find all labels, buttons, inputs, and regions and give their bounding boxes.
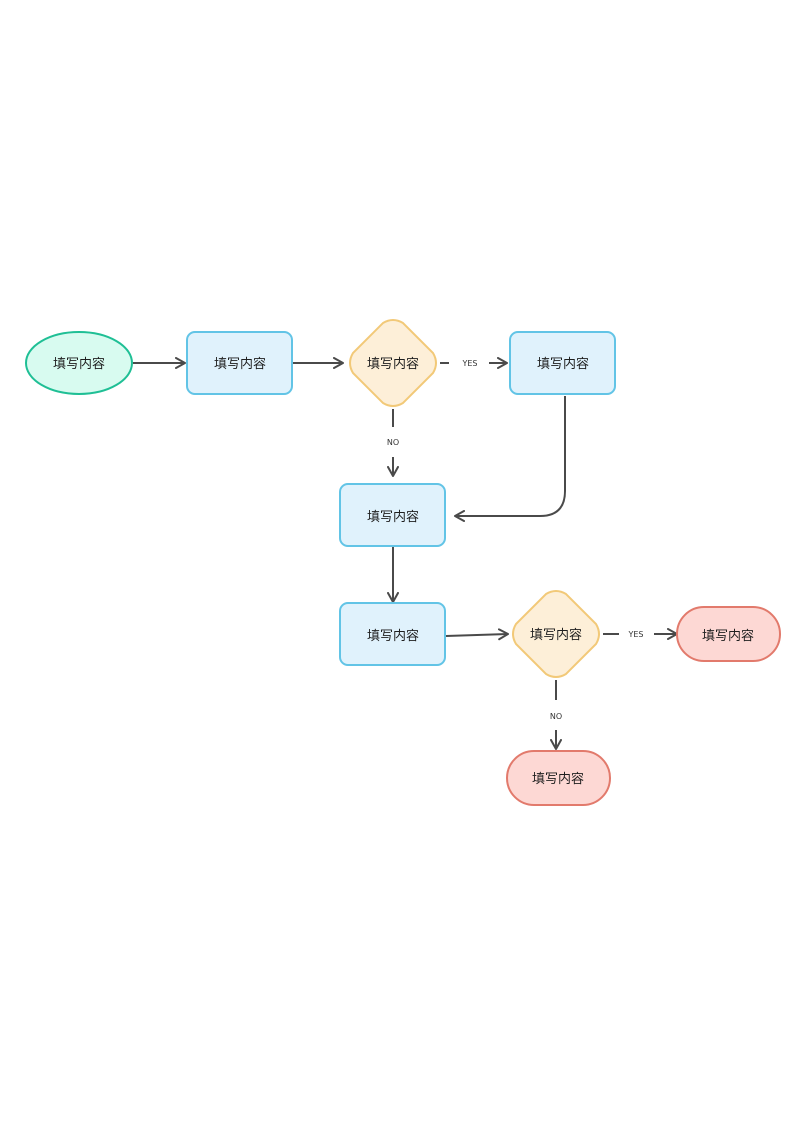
end-node-1-label: 填写内容 — [702, 628, 754, 644]
process-node-2[interactable]: 填写内容 — [509, 331, 616, 395]
start-node-label: 填写内容 — [53, 356, 105, 372]
end-node-2[interactable]: 填写内容 — [506, 750, 611, 806]
end-node-1[interactable]: 填写内容 — [676, 606, 781, 662]
edge-label-d1-no: NO — [387, 438, 399, 447]
decision-node-2[interactable]: 填写内容 — [512, 590, 600, 678]
edge-label-d2-yes: YES — [627, 630, 643, 639]
process-node-1-label: 填写内容 — [214, 356, 266, 372]
process-node-3-label: 填写内容 — [367, 509, 419, 525]
process-node-3[interactable]: 填写内容 — [339, 483, 446, 547]
edge-label-d1-yes: YES — [461, 359, 477, 368]
edge-process-4-to-decision-2 — [445, 628, 509, 641]
edge-process-2-to-process-3 — [454, 396, 566, 522]
start-node[interactable]: 填写内容 — [25, 331, 133, 395]
process-node-1[interactable]: 填写内容 — [186, 331, 293, 395]
process-node-4[interactable]: 填写内容 — [339, 602, 446, 666]
process-node-4-label: 填写内容 — [367, 628, 419, 644]
decision-node-2-label: 填写内容 — [530, 627, 582, 643]
decision-node-1[interactable]: 填写内容 — [349, 319, 437, 407]
end-node-2-label: 填写内容 — [532, 771, 584, 787]
decision-node-1-label: 填写内容 — [367, 356, 419, 372]
edge-label-d2-no: NO — [550, 712, 562, 721]
process-node-2-label: 填写内容 — [537, 356, 589, 372]
